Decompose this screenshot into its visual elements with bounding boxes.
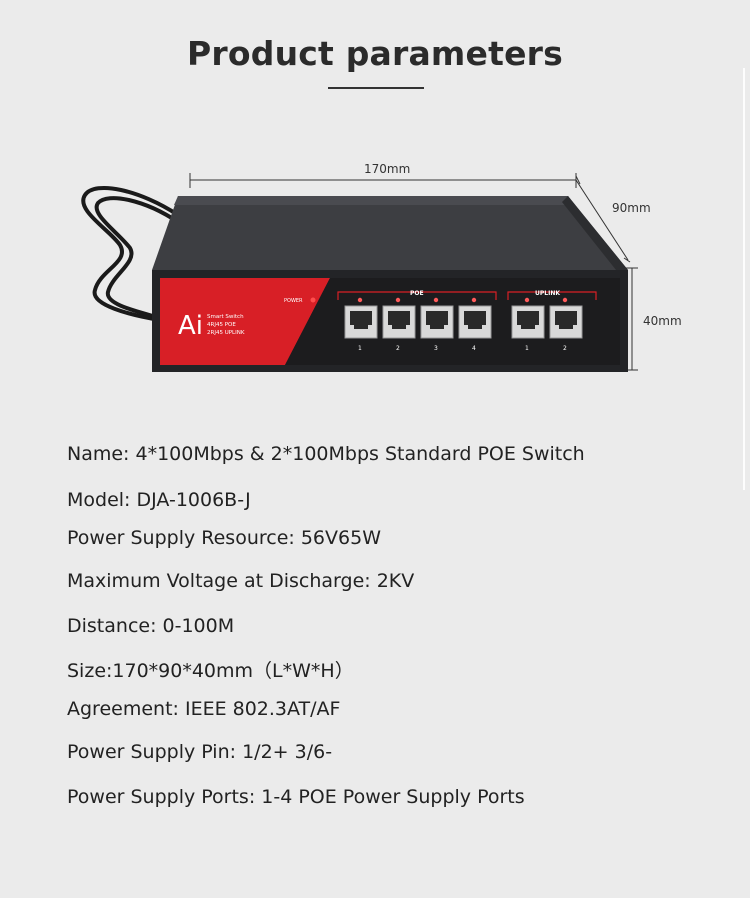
poe-group-label: POE	[410, 290, 424, 297]
port-socket	[350, 311, 372, 329]
uplink-group-label: UPLINK	[535, 290, 560, 297]
port-socket	[555, 311, 577, 329]
port-led-icon	[471, 297, 477, 303]
panel-line2: 4RJ45 POE	[207, 322, 236, 328]
port-number: 3	[434, 345, 438, 352]
port-socket	[464, 311, 486, 329]
port-socket	[426, 311, 448, 329]
dimension-height-label: 40mm	[643, 314, 682, 328]
panel-line1: Smart Switch	[207, 314, 244, 320]
spec-line: Maximum Voltage at Discharge: 2KV	[67, 570, 415, 592]
port-socket	[388, 311, 410, 329]
dimension-depth-label: 90mm	[612, 201, 651, 215]
port-number: 1	[525, 345, 529, 352]
spec-line: Power Supply Resource: 56V65W	[67, 527, 381, 549]
spec-line: Model: DJA-1006B-J	[67, 489, 251, 511]
port-number: 1	[358, 345, 362, 352]
port-led-icon	[562, 297, 568, 303]
poe-switch-image: Ai Smart Switch 4RJ45 POE 2RJ45 UPLINK P…	[81, 173, 638, 372]
spec-line: Size:170*90*40mm（L*W*H）	[67, 660, 354, 682]
port-led-icon	[395, 297, 401, 303]
switch-top	[152, 196, 628, 270]
port-number: 2	[563, 345, 567, 352]
port-socket	[517, 311, 539, 329]
page-title: Product parameters	[187, 34, 563, 73]
port-led-icon	[357, 297, 363, 303]
spec-line: Name: 4*100Mbps & 2*100Mbps Standard POE…	[67, 443, 585, 465]
spec-line: Agreement: IEEE 802.3AT/AF	[67, 698, 341, 720]
edge-divider	[743, 68, 745, 490]
port-number: 4	[472, 345, 476, 352]
spec-line: Power Supply Ports: 1-4 POE Power Supply…	[67, 786, 525, 808]
spec-line: Power Supply Pin: 1/2+ 3/6-	[67, 741, 333, 763]
power-led-icon	[310, 297, 316, 303]
dimension-width-label: 170mm	[364, 162, 411, 176]
panel-line3: 2RJ45 UPLINK	[207, 330, 245, 336]
title-underline	[328, 87, 424, 89]
red-panel	[160, 278, 330, 365]
port-led-icon	[524, 297, 530, 303]
power-cable	[81, 186, 180, 322]
logo-text: Ai	[178, 311, 203, 341]
port-number: 2	[396, 345, 400, 352]
spec-line: Distance: 0-100M	[67, 615, 235, 637]
power-label: POWER	[284, 298, 303, 304]
port-led-icon	[433, 297, 439, 303]
